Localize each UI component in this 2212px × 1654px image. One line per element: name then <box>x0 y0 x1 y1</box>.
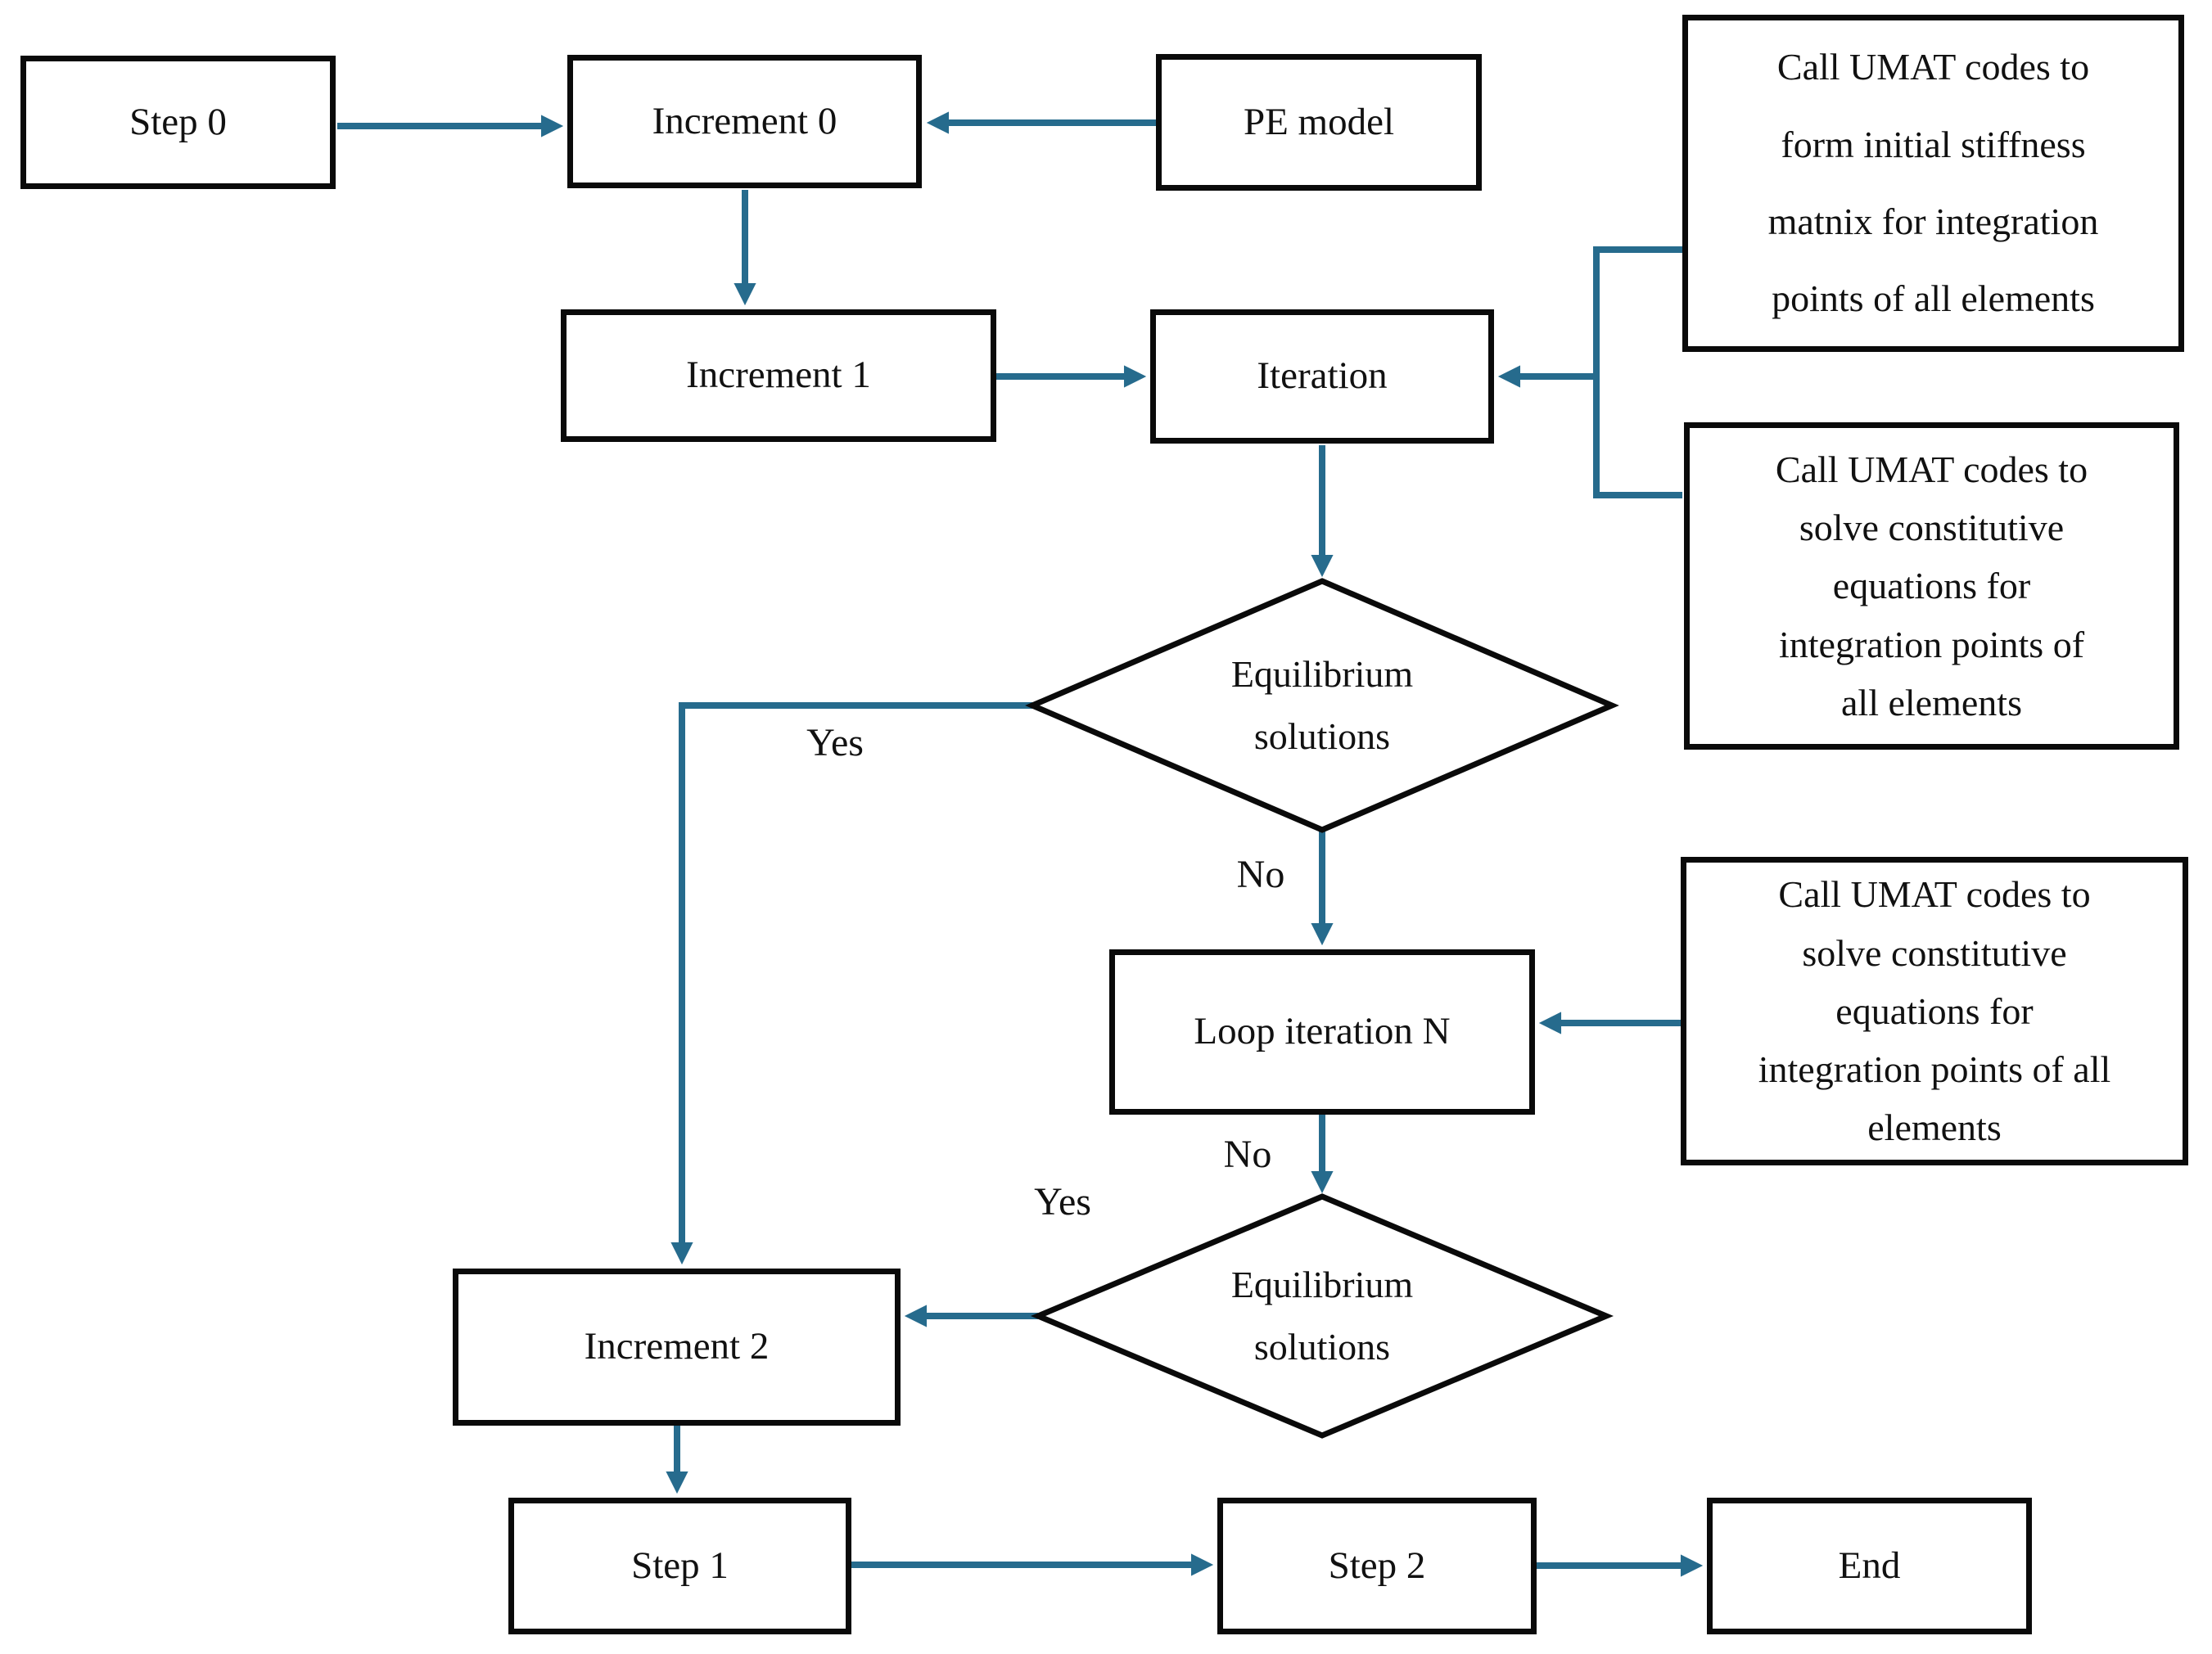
node-umat-solve-loop-label: Call UMAT codes to solve constitutive eq… <box>1758 873 2111 1149</box>
node-iteration-label: Iteration <box>1257 354 1388 398</box>
node-increment-2-label: Increment 2 <box>584 1325 770 1368</box>
node-umat-solve-loop: Call UMAT codes to solve constitutive eq… <box>1681 857 2188 1165</box>
decision-shapes <box>1025 578 1619 1439</box>
edge-label-equilibrium2-yes: Yes <box>1034 1179 1091 1224</box>
node-increment-1-label: Increment 1 <box>686 354 871 397</box>
node-step-0-label: Step 0 <box>129 100 227 143</box>
node-step-2: Step 2 <box>1217 1498 1537 1634</box>
decision-equilibrium-2-label: Equilibrium solutions <box>1230 1264 1414 1368</box>
node-increment-1: Increment 1 <box>561 309 996 442</box>
decision-equilibrium-1-label: Equilibrium solutions <box>1230 653 1414 757</box>
edges <box>337 111 1704 1577</box>
node-increment-2: Increment 2 <box>453 1269 901 1426</box>
node-end: End <box>1707 1498 2032 1634</box>
node-increment-0: Increment 0 <box>567 55 922 188</box>
node-increment-0-label: Increment 0 <box>652 99 837 142</box>
node-umat-solve-iteration: Call UMAT codes to solve constitutive eq… <box>1684 422 2179 750</box>
edge-label-equilibrium1-no: No <box>1236 852 1285 896</box>
node-step-1-label: Step 1 <box>631 1544 729 1587</box>
node-loop-iteration-n: Loop iteration N <box>1109 949 1535 1115</box>
decision-equilibrium-1 <box>1025 578 1619 833</box>
node-iteration: Iteration <box>1150 309 1494 444</box>
node-pe-model: PE model <box>1156 54 1482 191</box>
edge-equilibrium1-yes-to-increment2 <box>670 702 1032 1265</box>
node-step-0: Step 0 <box>20 56 336 189</box>
edge-label-equilibrium2-no: No <box>1223 1132 1272 1176</box>
decision-equilibrium-2 <box>1030 1193 1614 1439</box>
node-umat-initial-stiffness-label: Call UMAT codes to form initial stiffnes… <box>1767 46 2099 320</box>
node-loop-iteration-n-label: Loop iteration N <box>1194 1010 1451 1053</box>
node-step-1: Step 1 <box>508 1498 851 1634</box>
node-umat-initial-stiffness: Call UMAT codes to form initial stiffnes… <box>1682 15 2184 352</box>
node-pe-model-label: PE model <box>1243 100 1395 143</box>
node-umat-solve-iteration-label: Call UMAT codes to solve constitutive eq… <box>1775 448 2088 723</box>
edge-umat-boxes-junction <box>1593 246 1682 498</box>
node-step-2-label: Step 2 <box>1328 1544 1426 1587</box>
node-end-label: End <box>1838 1544 1901 1587</box>
edge-label-equilibrium1-yes: Yes <box>806 720 864 764</box>
